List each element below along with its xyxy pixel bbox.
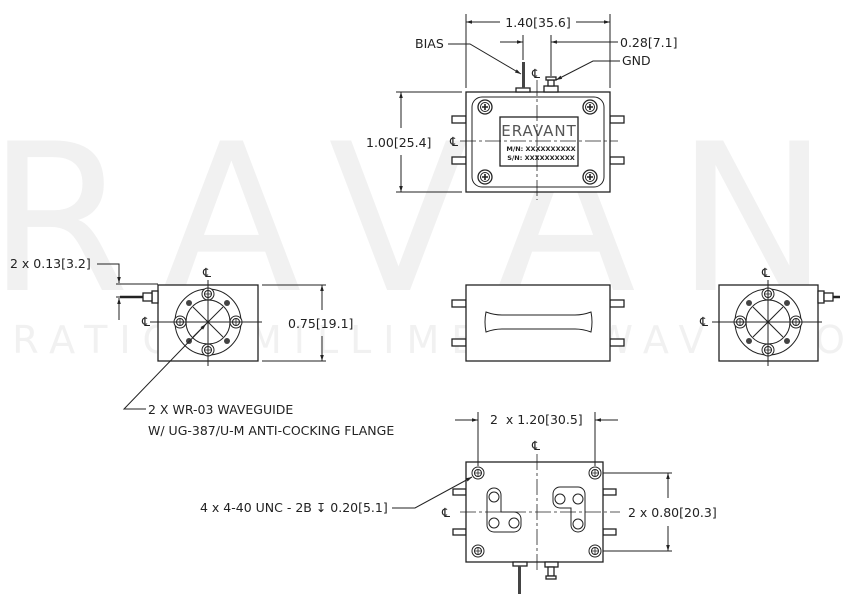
label-serial: S/N: XXXXXXXXXX: [507, 154, 574, 162]
centerline-symbol: ℄: [441, 505, 450, 520]
gnd-pin: [545, 575, 557, 580]
threaded-hole-icon: [471, 544, 485, 558]
screw-icon: [477, 169, 493, 185]
bottom-view: ℄ ℄ 2 x 1.20[30.5] 2 x 0.80[20.3] 4 x 4-…: [200, 412, 717, 594]
top-view: ERAVANT M/N: XXXXXXXXXX S/N: XXXXXXXXXX …: [366, 14, 677, 200]
pin-spacing-dimension: 0.28[7.1]: [620, 35, 677, 50]
gnd-pin-base: [543, 85, 559, 93]
screw-icon: [582, 99, 598, 115]
waveguide-note: W/ UG-387/U-M ANTI-COCKING FLANGE: [148, 423, 394, 438]
centerline-symbol: ℄: [141, 314, 150, 329]
centerline-symbol: ℄: [531, 438, 540, 453]
module-side-body: [465, 284, 611, 362]
bias-pin-base: [515, 87, 531, 93]
watermark-tagline: NEXT GENERATION MILLIMETERWAVE COMPONENT…: [0, 318, 852, 362]
pin-offset-dimension: 2 x 0.13[3.2]: [10, 256, 91, 271]
mount-tab: [451, 156, 467, 165]
hole-spacing-x-dimension: 2 x 1.20[30.5]: [490, 412, 583, 427]
centerline-symbol: ℄: [699, 314, 708, 329]
waveguide-slot: [484, 311, 593, 333]
label-brand: ERAVANT: [501, 122, 577, 140]
bias-pin: [518, 566, 521, 594]
width-dimension: 1.40[35.6]: [505, 15, 570, 30]
side-view: [451, 284, 625, 362]
centerline-symbol: ℄: [449, 134, 458, 149]
left-end-view: ℄ ℄ 2 x 0.13[3.2] 0.75[19.1] 2 X WR-03 W…: [10, 256, 394, 438]
label-plate: ERAVANT M/N: XXXXXXXXXX S/N: XXXXXXXXXX: [499, 116, 579, 167]
gnd-pin: [545, 76, 557, 81]
screw-icon: [582, 169, 598, 185]
threaded-hole-icon: [471, 466, 485, 480]
end-height-dimension: 0.75[19.1]: [288, 316, 353, 331]
gnd-label: GND: [622, 53, 651, 68]
waveguide-note: 2 X WR-03 WAVEGUIDE: [148, 402, 293, 417]
connector: [817, 290, 825, 304]
screw-icon: [477, 99, 493, 115]
bias-pin: [522, 62, 525, 88]
mount-tab: [609, 115, 625, 124]
centerline-symbol: ℄: [202, 265, 211, 280]
right-end-view: ℄ ℄: [699, 265, 840, 366]
centerline-symbol: ℄: [761, 265, 770, 280]
threaded-hole-icon: [588, 544, 602, 558]
centerline-symbol: ℄: [531, 66, 540, 81]
height-dimension: 1.00[25.4]: [366, 135, 431, 150]
mount-tab: [451, 115, 467, 124]
watermark: ERAVANT NEXT GENERATION MILLIMETERWAVE C…: [0, 101, 852, 362]
bias-label: BIAS: [415, 36, 444, 51]
module-lid: [471, 96, 605, 188]
hole-spacing-y-dimension: 2 x 0.80[20.3]: [628, 505, 717, 520]
label-model: M/N: XXXXXXXXXX: [506, 145, 575, 153]
watermark-brand: ERAVANT: [0, 101, 852, 339]
connector: [151, 290, 159, 304]
thread-note: 4 x 4-40 UNC - 2B ↧ 0.20[5.1]: [200, 500, 388, 515]
mount-tab: [609, 156, 625, 165]
threaded-hole-icon: [588, 466, 602, 480]
